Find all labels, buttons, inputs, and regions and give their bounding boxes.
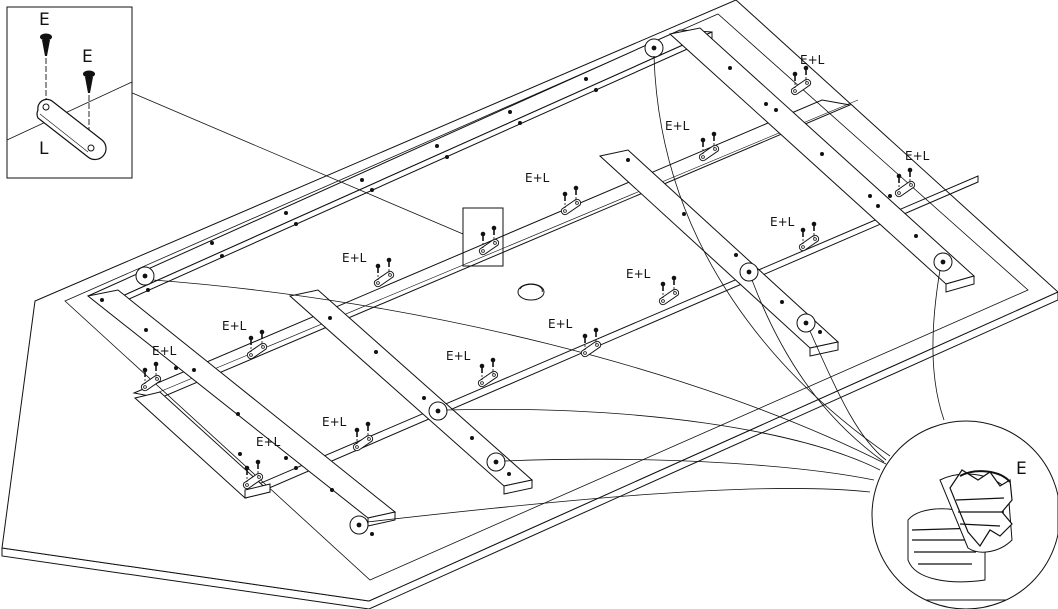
cable-hole xyxy=(517,283,545,301)
fastener-label: E+L xyxy=(256,435,281,449)
fastener-label: E+L xyxy=(548,317,573,331)
fastener-label: E+L xyxy=(152,344,177,358)
fastener-label: E+L xyxy=(626,267,651,281)
leader-lines xyxy=(152,55,945,523)
fastener-label: E+L xyxy=(322,415,347,429)
inset-label-screw-side: E xyxy=(82,47,93,67)
highlight-box xyxy=(462,207,504,267)
inset-box: E E L xyxy=(6,6,133,179)
fastener-label: E+L xyxy=(770,215,795,229)
fastener-labels: E+L E+L E+L E+L E+L E+L E+L E+L E+L E+L … xyxy=(152,53,930,449)
cam-detail: E xyxy=(871,420,1058,609)
inset-label-screw-top: E xyxy=(39,10,50,30)
fastener-label: E+L xyxy=(905,149,930,163)
fastener-label: E+L xyxy=(446,349,471,363)
inset-plate-icon xyxy=(36,98,107,161)
detail-label: E xyxy=(1016,459,1027,479)
inset-screw-icon xyxy=(40,33,52,100)
fastener-label: E+L xyxy=(222,319,247,333)
fastener-label: E+L xyxy=(800,53,825,67)
hole-dots xyxy=(100,66,918,536)
fastener-label: E+L xyxy=(525,171,550,185)
fastener-label: E+L xyxy=(665,119,690,133)
left-end-rail xyxy=(133,391,272,499)
highlight-leader xyxy=(129,91,464,235)
fastener-label: E+L xyxy=(342,251,367,265)
inset-label-plate: L xyxy=(39,139,49,159)
